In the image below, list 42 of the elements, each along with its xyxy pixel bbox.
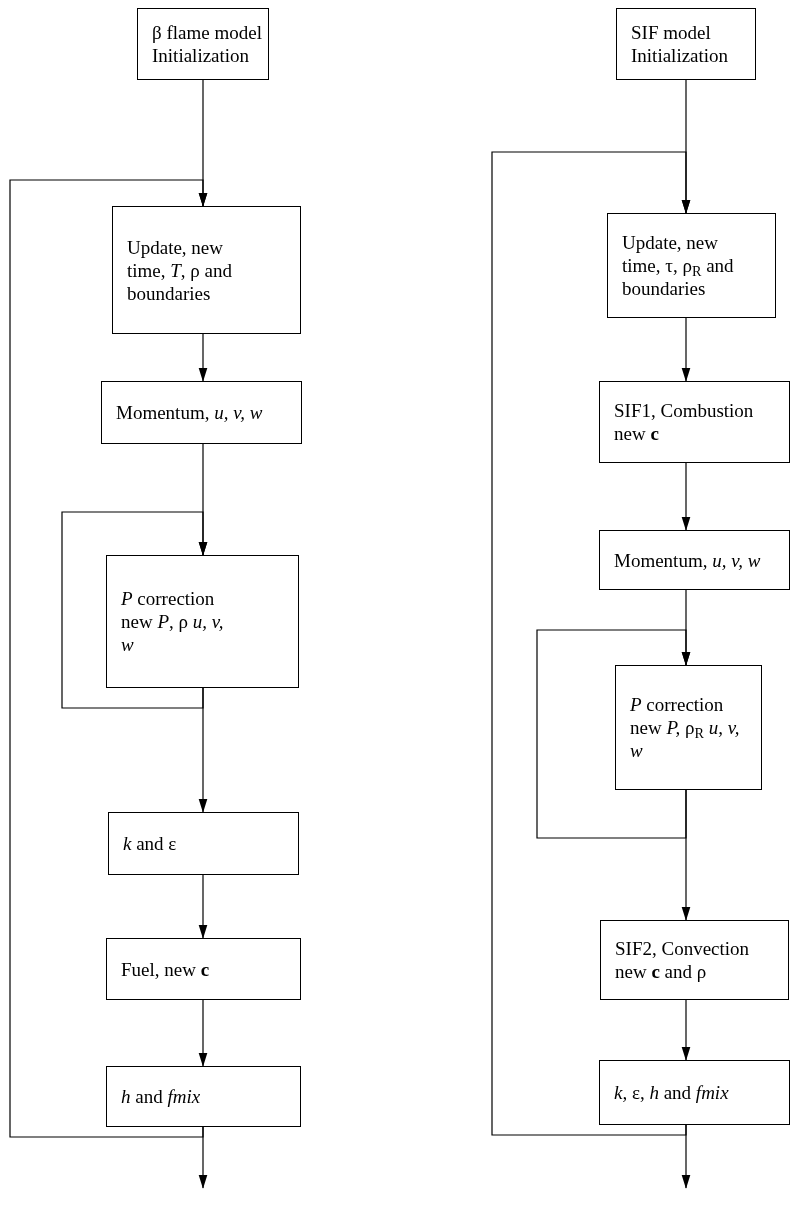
arrow [491, 151, 691, 1136]
step-text: P correction new P, ρ u, v, w [121, 587, 225, 656]
arrow [198, 1126, 208, 1189]
process-box [616, 8, 756, 80]
process-box [599, 1060, 790, 1125]
arrow [681, 317, 691, 382]
step-text: SIF2, Convection new c and ρ [615, 937, 751, 983]
process-box [599, 381, 790, 463]
step-text: h and fmix [121, 1085, 202, 1108]
process-box [600, 920, 789, 1000]
process-box [615, 665, 762, 790]
process-box [108, 812, 299, 875]
process-box [137, 8, 269, 80]
process-box [106, 938, 301, 1000]
arrow [681, 789, 691, 921]
step-text: Update, new time, T, ρ and boundaries [127, 235, 234, 305]
process-box [106, 555, 299, 688]
arrow [198, 999, 208, 1067]
step-text: β flame model Initialization [152, 21, 263, 67]
step-text: k, ε, h and fmix [614, 1081, 730, 1104]
process-box [112, 206, 301, 334]
arrow [61, 511, 208, 709]
step-text: Momentum, u, v, w [614, 548, 762, 572]
step-text: Fuel, new c [121, 957, 211, 981]
step-text: Update, new time, τ, ρ$_{R}$ and boundaries [622, 231, 735, 300]
step-text: SIF model Initialization [631, 21, 730, 67]
arrow [198, 687, 208, 813]
arrow [681, 999, 691, 1061]
step-text: Momentum, u, v, w [116, 401, 264, 424]
process-box [607, 213, 776, 318]
process-box [106, 1066, 301, 1127]
process-box [599, 530, 790, 590]
arrow [681, 462, 691, 531]
process-box [101, 381, 302, 444]
step-text: SIF1, Combustion new c [614, 399, 755, 445]
step-text: k and ε [123, 832, 178, 855]
arrow [9, 179, 208, 1138]
arrow [198, 333, 208, 382]
arrow [536, 629, 691, 839]
arrow [198, 874, 208, 939]
arrow [681, 1124, 691, 1189]
step-text: P correction new P, ρ$_{R}$ u, v, w [630, 693, 741, 762]
